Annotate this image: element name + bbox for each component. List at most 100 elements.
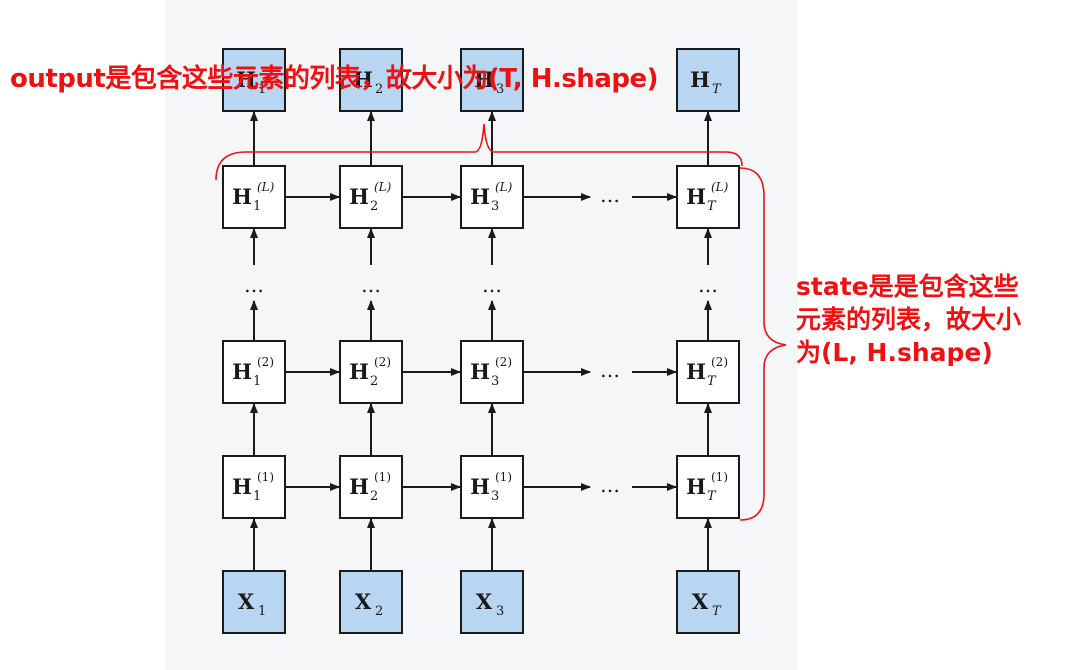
node-symbol: H	[349, 359, 369, 384]
node-box	[676, 455, 740, 519]
node-box	[460, 165, 524, 229]
node-box	[676, 48, 740, 112]
node-box	[339, 455, 403, 519]
node-superscript: (1)	[495, 470, 512, 484]
node-box	[460, 570, 524, 634]
node-superscript: (2)	[711, 355, 728, 369]
ellipsis-dots: …	[600, 473, 620, 497]
ellipsis-dots: …	[600, 183, 620, 207]
node-box	[222, 570, 286, 634]
node-superscript: (L)	[495, 180, 513, 194]
node-symbol: H	[470, 474, 490, 499]
node-symbol: H	[470, 359, 490, 384]
node-superscript: (2)	[495, 355, 512, 369]
node-box	[222, 455, 286, 519]
node-subscript: 1	[258, 604, 266, 619]
edges-layer	[250, 111, 712, 571]
node-subscript: T	[707, 489, 717, 504]
node-subscript: 1	[253, 199, 261, 214]
state-annotation-line: state是是包含这些	[796, 272, 1019, 301]
node-symbol: H	[690, 67, 710, 92]
node-subscript: T	[707, 199, 717, 214]
output-annotation: output是包含这些元素的列表，故大小为(T, H.shape)	[10, 64, 659, 94]
node-box	[222, 340, 286, 404]
node-box	[460, 340, 524, 404]
node-subscript: 1	[253, 489, 261, 504]
node-symbol: H	[474, 67, 494, 92]
state-annotation: state是是包含这些 元素的列表，故大小 为(L, H.shape)	[796, 270, 1076, 369]
ellipsis-dots: …	[361, 273, 381, 297]
node-superscript: (L)	[374, 180, 392, 194]
node-subscript: 1	[253, 374, 261, 389]
node-box	[676, 570, 740, 634]
state-brace	[739, 167, 787, 521]
node-symbol: X	[355, 589, 372, 614]
ellipsis-dots: …	[244, 273, 264, 297]
node-symbol: H	[349, 474, 369, 499]
node-superscript: (L)	[257, 180, 275, 194]
output-brace	[215, 123, 743, 181]
node-box	[339, 570, 403, 634]
node-superscript: (2)	[374, 355, 391, 369]
node-symbol: H	[686, 359, 706, 384]
node-symbol: H	[353, 67, 373, 92]
node-subscript: 2	[370, 374, 378, 389]
node-subscript: T	[712, 604, 722, 619]
node-box	[339, 48, 403, 112]
node-superscript: (1)	[257, 470, 274, 484]
node-symbol: H	[686, 474, 706, 499]
node-box	[339, 340, 403, 404]
node-subscript: 1	[258, 82, 266, 97]
ellipsis-dots: …	[698, 273, 718, 297]
node-subscript: 3	[491, 489, 499, 504]
ellipsis-layer: …………………	[244, 183, 718, 497]
node-symbol: H	[349, 184, 369, 209]
node-symbol: H	[236, 67, 256, 92]
node-symbol: H	[232, 184, 252, 209]
node-subscript: 2	[370, 199, 378, 214]
node-box	[222, 48, 286, 112]
node-subscript: 2	[375, 82, 383, 97]
node-box	[460, 455, 524, 519]
node-subscript: 3	[491, 374, 499, 389]
node-box	[676, 340, 740, 404]
node-subscript: 2	[370, 489, 378, 504]
node-symbol: X	[238, 589, 255, 614]
braces-layer	[215, 123, 787, 521]
ellipsis-dots: …	[600, 358, 620, 382]
node-subscript: T	[712, 82, 722, 97]
node-symbol: H	[470, 184, 490, 209]
node-box	[676, 165, 740, 229]
node-superscript: (2)	[257, 355, 274, 369]
node-subscript: 3	[491, 199, 499, 214]
node-subscript: 3	[496, 604, 504, 619]
node-superscript: (1)	[711, 470, 728, 484]
node-symbol: H	[232, 359, 252, 384]
state-annotation-line: 为(L, H.shape)	[796, 338, 993, 367]
node-subscript: T	[707, 374, 717, 389]
node-box	[222, 165, 286, 229]
node-box	[460, 48, 524, 112]
node-box	[339, 165, 403, 229]
node-symbol: X	[476, 589, 493, 614]
node-superscript: (L)	[711, 180, 729, 194]
